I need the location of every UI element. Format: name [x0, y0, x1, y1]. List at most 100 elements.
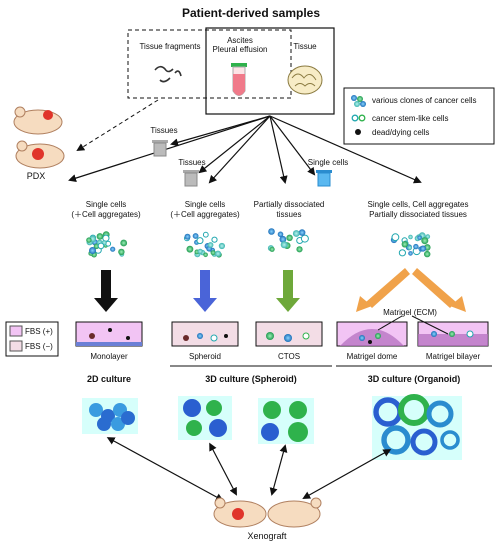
cell-cluster-branch3	[267, 228, 309, 253]
fbs-minus-label: FBS (−)	[25, 342, 53, 351]
cell	[413, 243, 419, 250]
category-2d: 2D culture	[86, 374, 131, 384]
cell-cluster-branch2	[184, 231, 225, 258]
cell	[86, 237, 92, 243]
spheroid-label: Spheroid	[188, 352, 222, 361]
pdx-arrow	[76, 99, 159, 152]
ascites-label: Ascites	[227, 36, 253, 45]
ctos-blob	[289, 401, 307, 419]
matrigel-pointer-2	[411, 315, 449, 335]
cell	[277, 231, 284, 238]
cell	[214, 250, 222, 257]
cell	[300, 234, 309, 243]
ascites-tube-icon	[231, 63, 247, 96]
organoid-ring	[398, 394, 430, 426]
cell	[211, 236, 218, 243]
legend-stem-label: cancer stem-like cells	[372, 114, 449, 123]
tissue-icon	[287, 65, 323, 95]
monolayer-label: Monolayer	[90, 352, 128, 361]
branch2-line2: (＋Cell aggregates)	[170, 210, 240, 219]
cell-2d	[89, 403, 103, 417]
organoid-ring	[381, 425, 411, 455]
discard-tissues-2: Tissues	[178, 158, 206, 167]
branch4-line1: Single cells, Cell aggregates	[367, 200, 469, 209]
tissue-fragments-icon	[154, 65, 182, 83]
cell	[401, 241, 408, 248]
branch3-line2: tissues	[276, 210, 302, 219]
matrigel-label: Matrigel (ECM)	[383, 308, 437, 317]
legend-clones-label: various clones of cancer cells	[372, 96, 477, 105]
cell	[89, 247, 96, 254]
matrigel-dome-label: Matrigel dome	[346, 352, 398, 361]
cell	[268, 228, 275, 235]
spheroid-blob	[206, 400, 222, 416]
cell	[184, 233, 191, 240]
legend-dead-icon	[355, 129, 361, 135]
cell	[186, 245, 194, 253]
spheroid-dish	[171, 321, 239, 347]
xenograft-mouse-icon	[213, 497, 322, 528]
cell	[419, 245, 427, 252]
cell	[408, 234, 413, 240]
ascites-tissue-box	[205, 27, 335, 115]
organoid-ring	[440, 430, 460, 450]
organoid-ring	[426, 400, 454, 428]
category-3d-spheroid: 3D culture (Spheroid)	[205, 374, 297, 384]
ctos-blob	[261, 423, 279, 441]
ctos-blob	[288, 422, 308, 442]
cell	[197, 248, 203, 254]
fbs-minus-swatch	[9, 340, 23, 352]
cell	[118, 248, 125, 256]
tissue-fragments-label: Tissue fragments	[139, 42, 201, 51]
cell	[192, 233, 199, 239]
ctos-label: CTOS	[277, 352, 301, 361]
matrigel-bilayer-dish	[417, 321, 489, 347]
branch4-line2: Partially dissociated tissues	[369, 210, 467, 219]
cell	[210, 250, 216, 256]
branch-arrows	[68, 115, 422, 184]
trash-icon-3	[316, 170, 332, 187]
cell	[398, 249, 406, 257]
cell	[408, 251, 413, 256]
cell	[286, 234, 293, 241]
cell	[203, 252, 208, 258]
cell	[207, 242, 214, 248]
discard-single-cells: Single cells	[307, 158, 349, 167]
cell	[421, 237, 429, 245]
cell	[296, 246, 303, 253]
matrigel-dome-dish	[336, 321, 408, 347]
legend-dead-label: dead/dying cells	[372, 128, 430, 137]
legend-stem-icon	[351, 114, 366, 122]
branch1-line1: Single cells	[85, 200, 127, 209]
cell	[424, 250, 431, 258]
fbs-plus-swatch	[9, 325, 23, 337]
legend-clones-icon	[351, 95, 366, 107]
spheroid-blob	[209, 419, 227, 437]
fbs-plus-label: FBS (+)	[25, 327, 53, 336]
pdx-mouse-icon	[13, 106, 65, 169]
organoid-ring	[410, 428, 438, 456]
culture-arrows	[94, 268, 466, 312]
cell	[417, 235, 422, 240]
branch3-line1: Partially dissociated	[253, 200, 325, 209]
spheroid-blob	[183, 399, 201, 417]
cell	[292, 230, 300, 237]
ctos-blob	[263, 401, 281, 419]
culture-images	[82, 394, 462, 460]
cell	[279, 235, 287, 243]
discard-tissues-1: Tissues	[150, 126, 178, 135]
tissue-label: Tissue	[293, 42, 317, 51]
cell	[298, 229, 306, 236]
spheroid-blob	[186, 420, 202, 436]
ctos-dish	[255, 321, 323, 347]
cell	[202, 231, 209, 238]
branch2-line1: Single cells	[184, 200, 226, 209]
legend-box	[343, 87, 495, 145]
cell	[120, 239, 128, 247]
matrigel-bilayer-label: Matrigel bilayer	[425, 352, 481, 361]
pleural-effusion-label: Pleural effusion	[212, 45, 268, 54]
cell	[96, 233, 104, 240]
trash-icon-1	[152, 140, 168, 157]
